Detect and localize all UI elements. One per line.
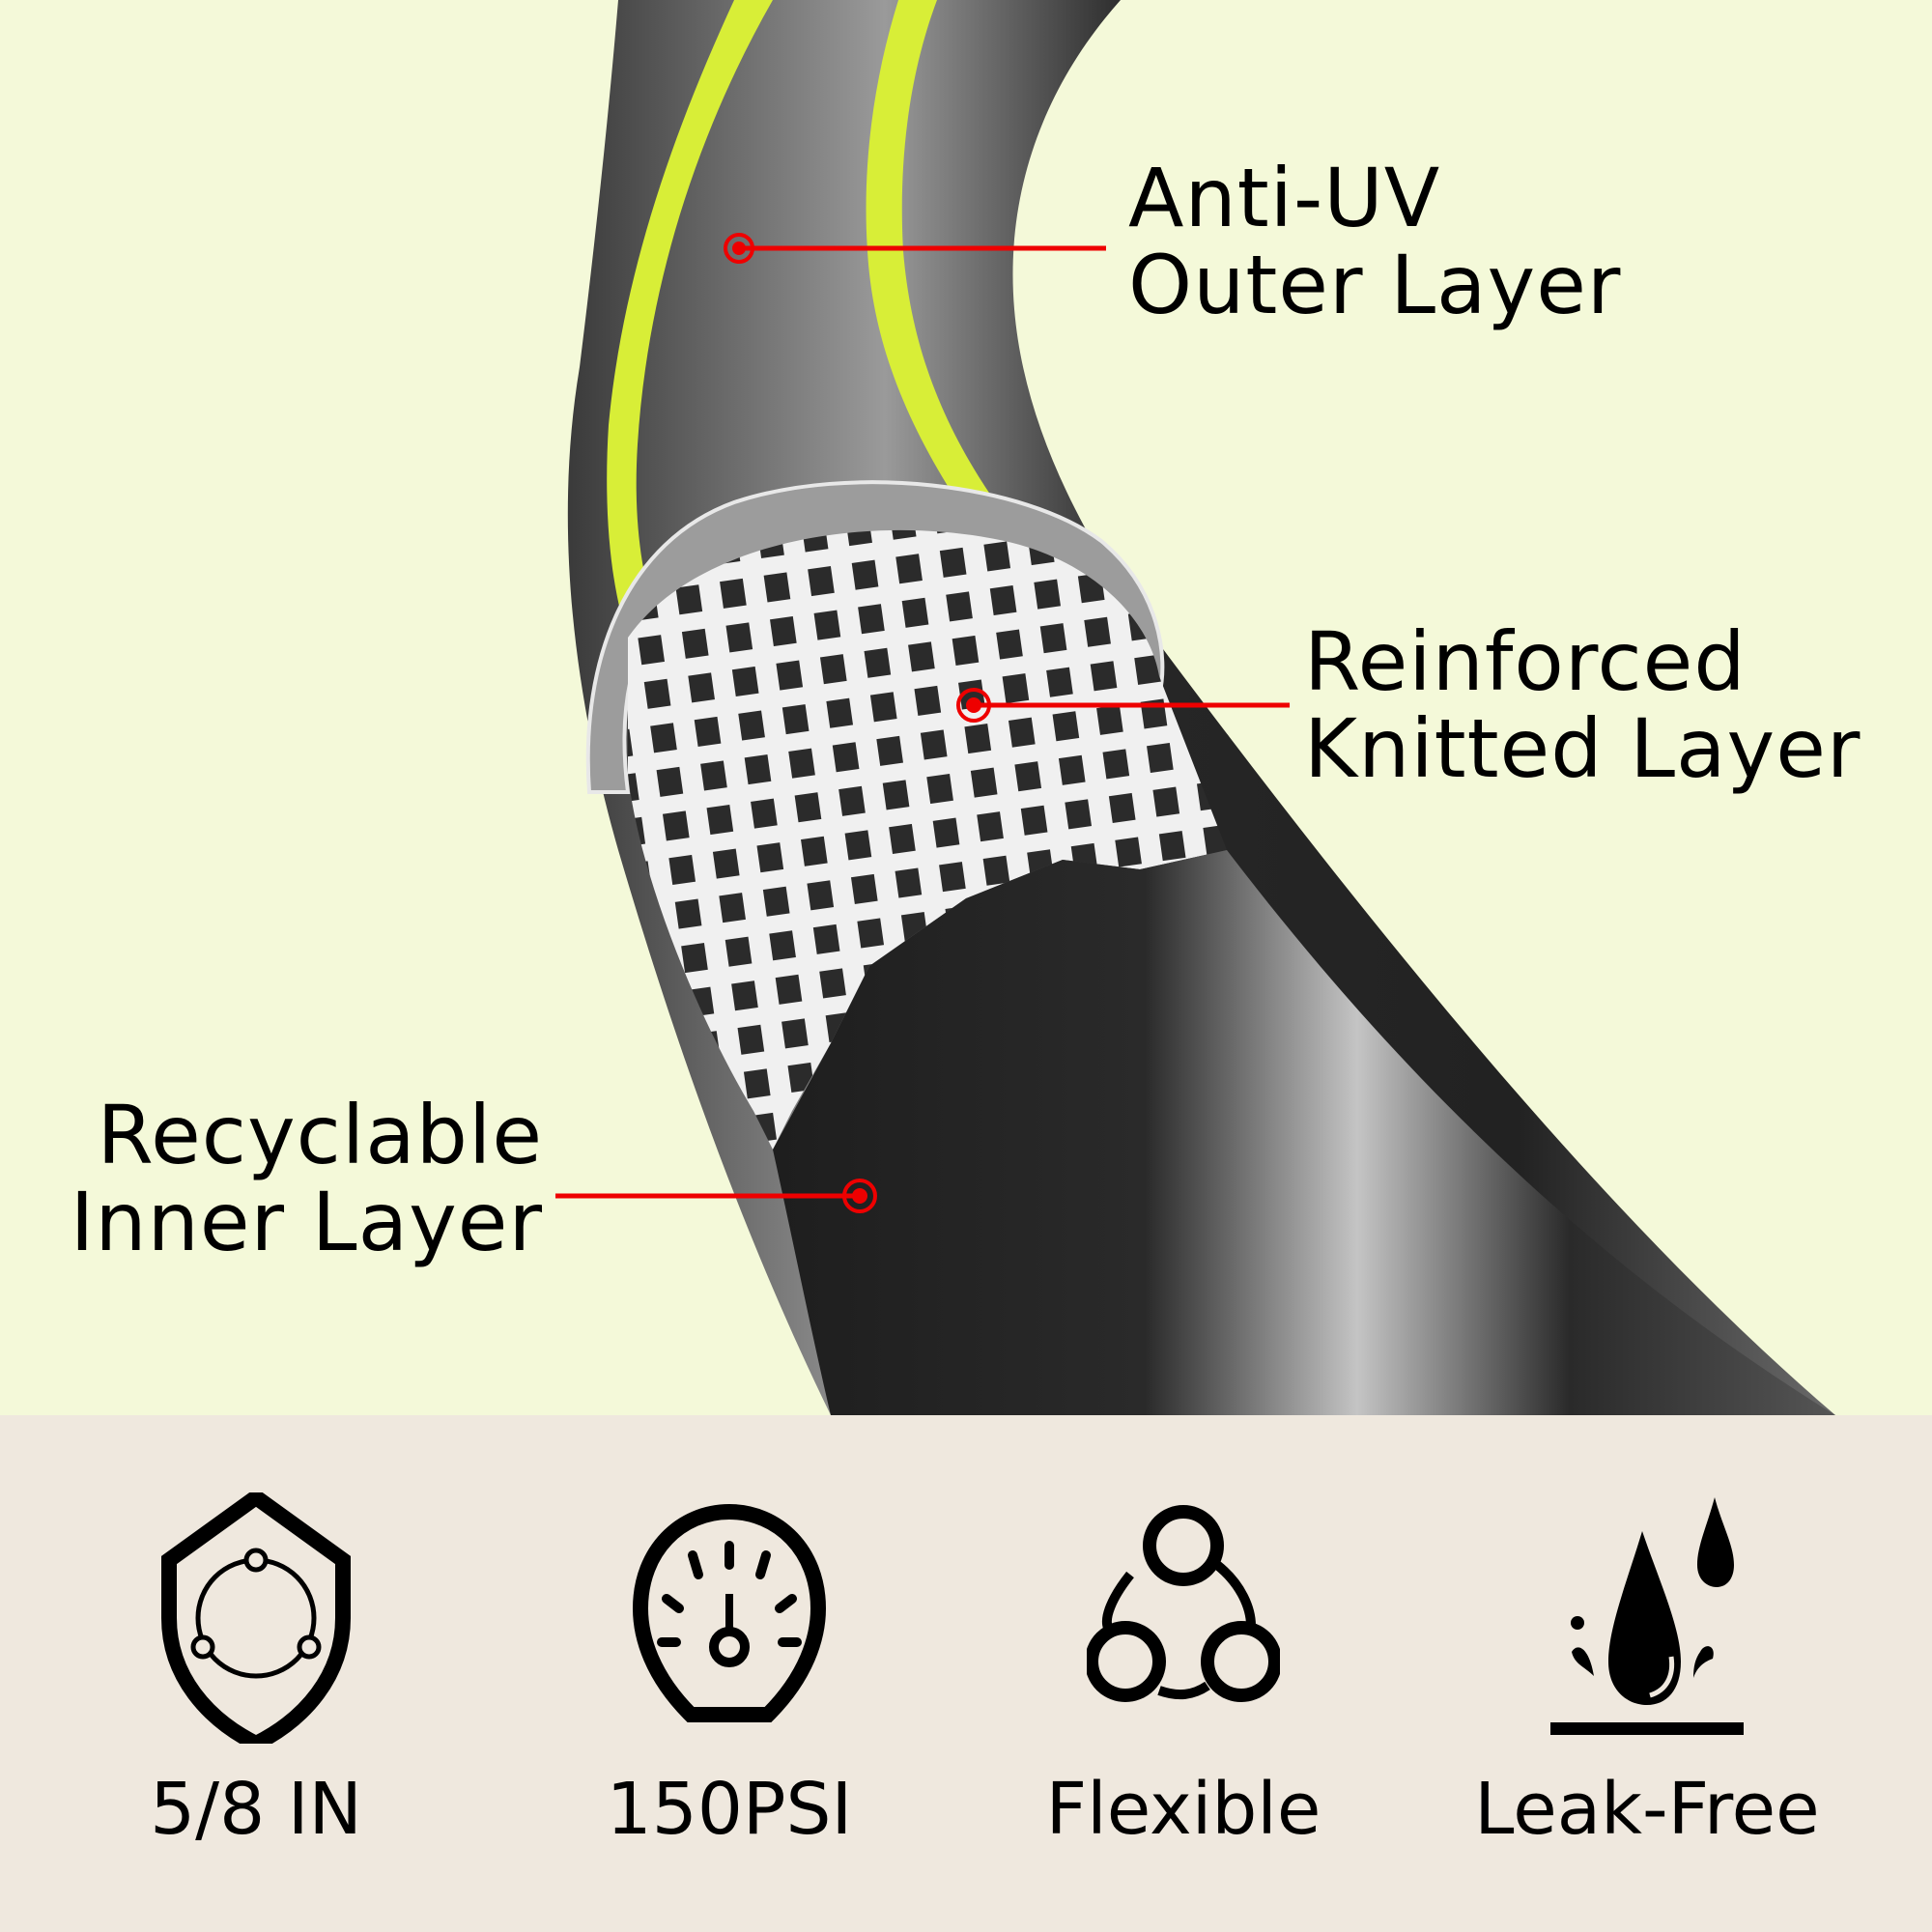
callout-inner <box>555 1179 877 1213</box>
feature-leak-free: Leak-Free <box>1406 1415 1889 1932</box>
callout-line2: Outer Layer <box>1128 238 1622 332</box>
callout-label-inner-layer: Recyclable Inner Layer <box>60 1092 543 1265</box>
feature-label: 150PSI <box>606 1768 853 1851</box>
callout-line1: Anti-UV <box>1128 151 1441 245</box>
water-drop-icon <box>1550 1497 1744 1735</box>
shield-icon <box>161 1492 351 1744</box>
callout-label-outer-layer: Anti-UV Outer Layer <box>1128 155 1621 328</box>
callout-label-knitted-layer: Reinforced Knitted Layer <box>1304 618 1861 792</box>
callout-line2: Inner Layer <box>70 1175 543 1269</box>
hose-cutaway-illustration <box>555 0 1835 1415</box>
feature-bar: 5/8 IN 150PSI Flexible <box>0 1415 1932 1932</box>
stripe-left <box>607 0 773 638</box>
feature-label: Flexible <box>1045 1768 1321 1851</box>
callout-outer <box>724 233 1106 264</box>
callout-line1: Reinforced <box>1304 614 1747 709</box>
flexible-circles-icon <box>1087 1505 1280 1702</box>
feature-diameter: 5/8 IN <box>14 1415 497 1932</box>
stripe-right <box>866 0 1024 555</box>
callout-knitted <box>956 688 1290 723</box>
feature-pressure: 150PSI <box>488 1415 971 1932</box>
feature-flexible: Flexible <box>942 1415 1425 1932</box>
callout-line2: Knitted Layer <box>1304 701 1861 796</box>
feature-label: 5/8 IN <box>150 1768 362 1851</box>
feature-label: Leak-Free <box>1474 1768 1820 1851</box>
callout-line1: Recyclable <box>97 1088 543 1182</box>
pressure-gauge-icon <box>633 1503 826 1722</box>
inner-layer-shape <box>773 850 1835 1415</box>
hose-illustration-panel: Anti-UV Outer Layer Reinforced Knitted L… <box>0 0 1932 1415</box>
